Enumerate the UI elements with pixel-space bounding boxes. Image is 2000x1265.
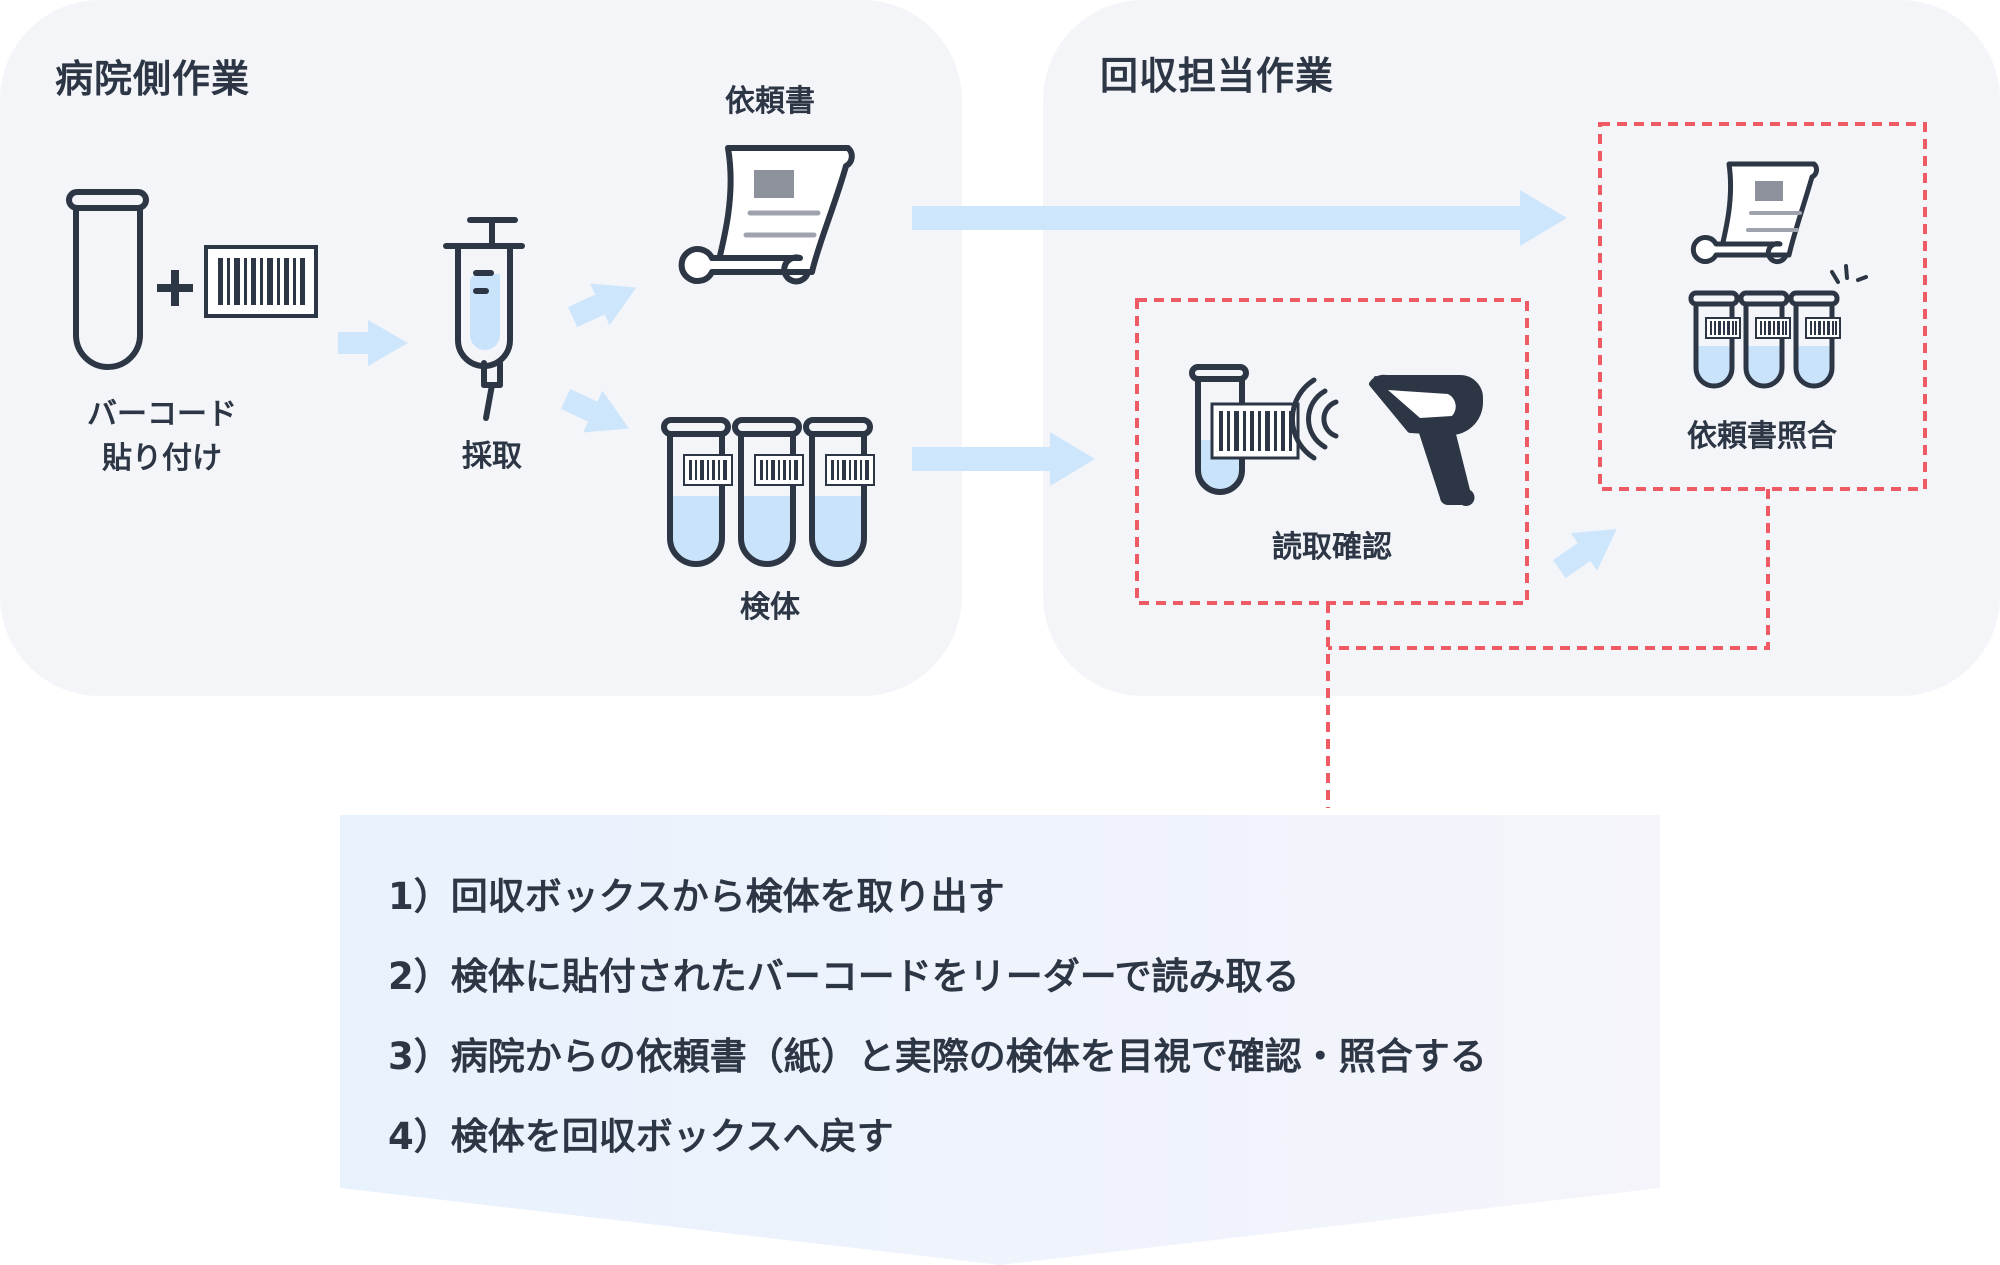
steps-box: 1）回収ボックスから検体を取り出す 2）検体に貼付されたバーコードをリーダーで読…	[340, 815, 1660, 1265]
flow-arrow-form-to-collation	[912, 190, 1567, 246]
plus-icon	[157, 270, 193, 306]
step-item-4: 4）検体を回収ボックスへ戻す	[388, 1115, 894, 1158]
collector-work-panel	[1043, 0, 2000, 696]
step-item-1: 1）回収ボックスから検体を取り出す	[388, 875, 1005, 918]
flow-arrow-specimen-to-scan	[912, 432, 1095, 486]
barcode-attach-label-line2: 貼り付け	[102, 441, 222, 476]
flow-arrow-barcode-to-collection	[338, 320, 408, 366]
collation-label: 依頼書照合	[1687, 419, 1837, 454]
request-form-label: 依頼書	[725, 84, 815, 119]
collector-section-title: 回収担当作業	[1100, 54, 1335, 98]
steps-list: 1）回収ボックスから検体を取り出す 2）検体に貼付されたバーコードをリーダーで読…	[388, 857, 1487, 1177]
request-form-icon	[678, 145, 855, 285]
test-tube-icon	[66, 189, 149, 370]
step-item-2: 2）検体に貼付されたバーコードをリーダーで読み取る	[388, 955, 1300, 998]
dashed-connectors	[1326, 489, 1770, 808]
flow-arrow-scan-to-collation	[1553, 529, 1617, 579]
collation-highlight	[1598, 122, 1927, 491]
steps-box-background	[340, 815, 1660, 1265]
barcode-icon	[204, 245, 318, 318]
collation-tubes-icon	[1688, 290, 1841, 389]
barcode-attach-label: バーコード 貼り付け	[62, 393, 262, 481]
syringe-icon	[443, 217, 525, 421]
flow-arrow-collection-to-specimen	[560, 388, 630, 433]
barcode-attach-label-line1: バーコード	[87, 397, 237, 432]
barcode-scanner-icon	[1369, 374, 1484, 506]
collection-label: 採取	[462, 439, 522, 474]
hospital-section-title: 病院側作業	[55, 57, 251, 101]
specimen-label: 検体	[740, 590, 800, 625]
collation-form-icon	[1690, 161, 1819, 265]
step-item-3: 3）病院からの依頼書（紙）と実際の検体を目視で確認・照合する	[388, 1035, 1487, 1078]
flow-arrow-collection-to-form	[568, 283, 637, 328]
specimen-tubes-icon	[661, 417, 875, 567]
scanned-tube-icon	[1189, 364, 1300, 495]
signal-waves-icon	[1289, 377, 1339, 461]
scan-check-highlight	[1135, 298, 1529, 605]
sparkle-icon	[1830, 264, 1868, 284]
scan-check-label: 読取確認	[1272, 530, 1392, 565]
